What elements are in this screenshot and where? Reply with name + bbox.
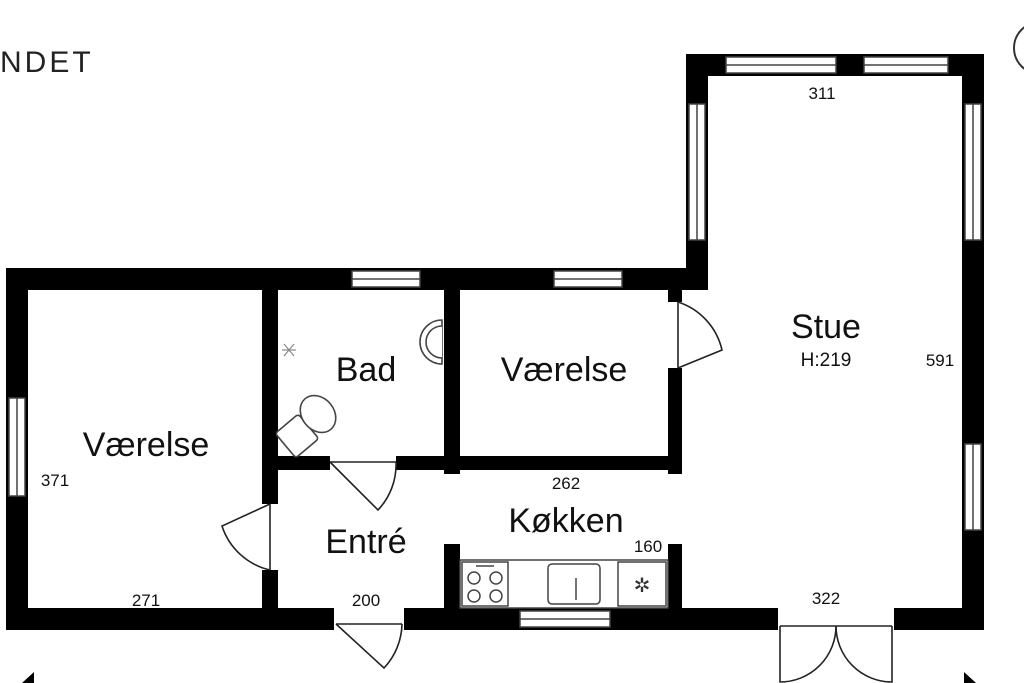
windows bbox=[8, 56, 982, 628]
room-label-bedroom-left: Værelse bbox=[83, 426, 210, 464]
room-height-living: H:219 bbox=[801, 350, 852, 371]
room-label-bath: Bad bbox=[336, 351, 397, 389]
room-label-kitchen: Køkken bbox=[508, 502, 623, 540]
scroll-arrows bbox=[22, 672, 976, 683]
room-label-bedroom-middle: Værelse bbox=[501, 351, 628, 389]
kitchen-counter: ✲ bbox=[459, 559, 669, 609]
interior-walls bbox=[262, 268, 682, 630]
stove-icon bbox=[461, 561, 509, 607]
room-label-entrance: Entré bbox=[325, 523, 406, 561]
fridge-icon: ✲ bbox=[617, 561, 667, 607]
dimension-left-room-side: 371 bbox=[41, 471, 69, 490]
dimension-living-bottom: 322 bbox=[812, 589, 840, 608]
sink-icon bbox=[419, 319, 443, 365]
doors bbox=[221, 301, 893, 683]
dimension-living-top: 311 bbox=[808, 84, 835, 103]
dimension-left-room-bottom: 271 bbox=[132, 591, 160, 610]
svg-text:✲: ✲ bbox=[634, 573, 651, 597]
shower-icon bbox=[282, 343, 296, 357]
compass-icon bbox=[1013, 26, 1024, 70]
dimension-living-right: 591 bbox=[926, 351, 954, 370]
dimension-middle-wall: 262 bbox=[552, 474, 580, 493]
dimension-entrance-bottom: 200 bbox=[352, 591, 380, 610]
dimension-kitchen: 160 bbox=[634, 537, 662, 556]
room-label-living: Stue bbox=[791, 308, 861, 346]
toilet-icon bbox=[275, 394, 337, 458]
page-header-fragment: NDET bbox=[0, 46, 94, 79]
kitchen-sink-icon bbox=[547, 563, 601, 605]
